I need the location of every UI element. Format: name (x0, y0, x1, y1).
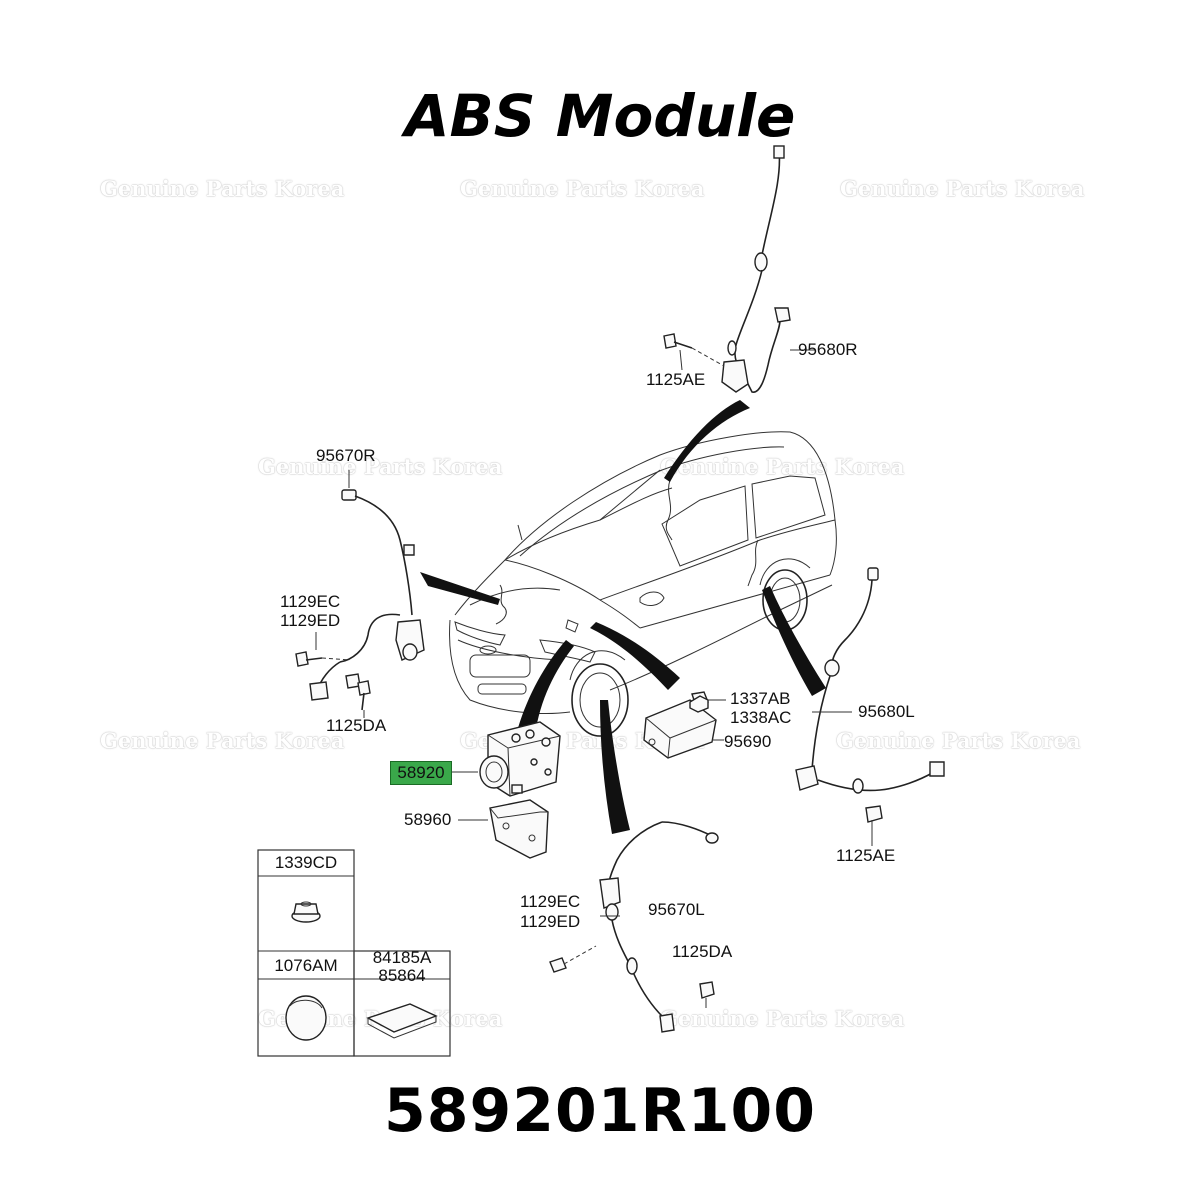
callout-1125DA-bottom: 1125DA (672, 942, 733, 961)
table-cell-85864: 85864 (378, 966, 426, 985)
callout-1129EC-bottom: 1129EC (520, 892, 581, 911)
pointer-arrows (420, 400, 826, 834)
callout-1125DA-left: 1125DA (326, 716, 387, 735)
callout-1338AC: 1338AC (730, 708, 792, 727)
callout-1125AE-top: 1125AE (646, 370, 706, 389)
table-cell-1339CD: 1339CD (274, 853, 338, 872)
callout-58920-highlight: 58920 (390, 761, 452, 785)
callout-95680R: 95680R (798, 340, 858, 359)
callout-95670L: 95670L (648, 900, 705, 919)
watermark: Genuine Parts Korea (840, 176, 1085, 201)
mounting-nut (689, 695, 709, 713)
table-cell-1076AM: 1076AM (274, 956, 338, 975)
watermark: Genuine Parts Korea (258, 454, 503, 479)
watermark: Genuine Parts Korea (100, 728, 345, 753)
callout-1129ED-left: 1129ED (280, 611, 341, 630)
watermark: Genuine Parts Korea (100, 176, 345, 201)
wheel-sensor-rear-right (663, 145, 815, 393)
callout-1337AB: 1337AB (730, 689, 791, 708)
parts-table (257, 849, 451, 1057)
diagram-title: ABS Module (404, 82, 796, 150)
table-cell-84185A: 84185A (372, 948, 432, 967)
abs-control-module (643, 691, 726, 759)
wheel-sensor-rear-left (795, 567, 945, 846)
wheel-sensor-front-left (549, 821, 719, 1033)
callout-95680L: 95680L (858, 702, 915, 721)
callout-95690: 95690 (724, 732, 772, 751)
callout-1129EC-left: 1129EC (280, 592, 341, 611)
car-illustration (449, 431, 837, 737)
watermark: Genuine Parts Korea (836, 728, 1081, 753)
callout-1125AE-right: 1125AE (836, 846, 896, 865)
wheel-sensor-front-right (295, 470, 425, 718)
callout-95670R: 95670R (316, 446, 376, 465)
abs-hydraulic-unit (452, 721, 561, 797)
part-number: 589201R100 (384, 1076, 816, 1146)
callout-58960: 58960 (404, 810, 452, 829)
callout-1129ED-bottom: 1129ED (520, 912, 581, 931)
watermark: Genuine Parts Korea (660, 1006, 905, 1031)
abs-bracket (458, 799, 549, 859)
watermark: Genuine Parts Korea (460, 176, 705, 201)
